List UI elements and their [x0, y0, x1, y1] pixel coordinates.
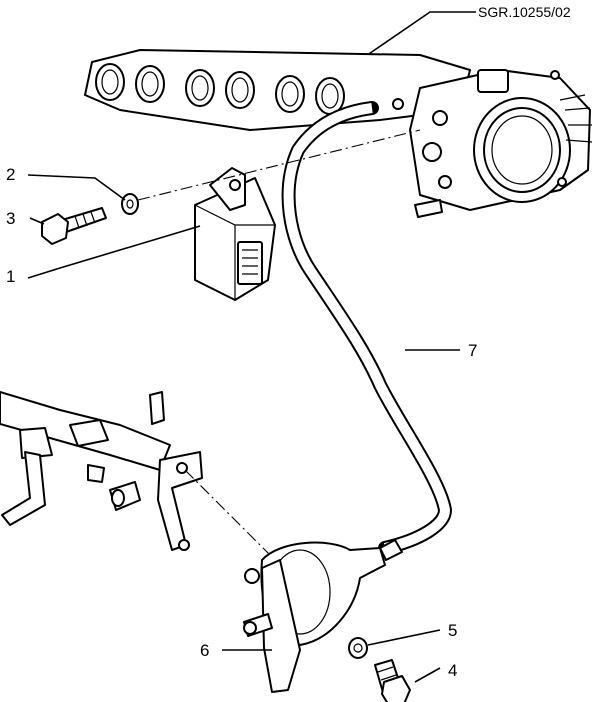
vacuum-hose — [281, 101, 452, 555]
regulator-washer — [348, 637, 368, 659]
callout-2: 2 — [6, 165, 15, 184]
callout-5-leader — [367, 629, 441, 646]
callout-4-leader — [414, 667, 441, 683]
bolt — [41, 207, 107, 245]
pressure-regulator — [243, 539, 403, 693]
fuel-rail — [0, 391, 171, 526]
callout-1-leader — [27, 225, 201, 279]
callout-1: 1 — [6, 267, 15, 286]
manifold-port-rings — [95, 63, 345, 115]
washer — [121, 193, 139, 215]
callout-3-leader — [29, 217, 45, 225]
callout-5: 5 — [448, 621, 457, 640]
callout-4: 4 — [448, 661, 457, 680]
callout-3: 3 — [6, 209, 15, 228]
bracket-axis-line — [137, 129, 421, 201]
rail-bracket — [157, 451, 203, 551]
callout-6: 6 — [200, 641, 209, 660]
callout-7: 7 — [468, 341, 477, 360]
callout-2-leader — [27, 174, 126, 201]
reference-code: SGR.10255/02 — [478, 4, 571, 20]
reference-leader-line — [359, 11, 476, 61]
throttle-body — [409, 69, 593, 218]
control-unit — [194, 167, 276, 301]
regulator-axis-line — [184, 469, 271, 556]
regulator-bolt — [374, 659, 411, 702]
